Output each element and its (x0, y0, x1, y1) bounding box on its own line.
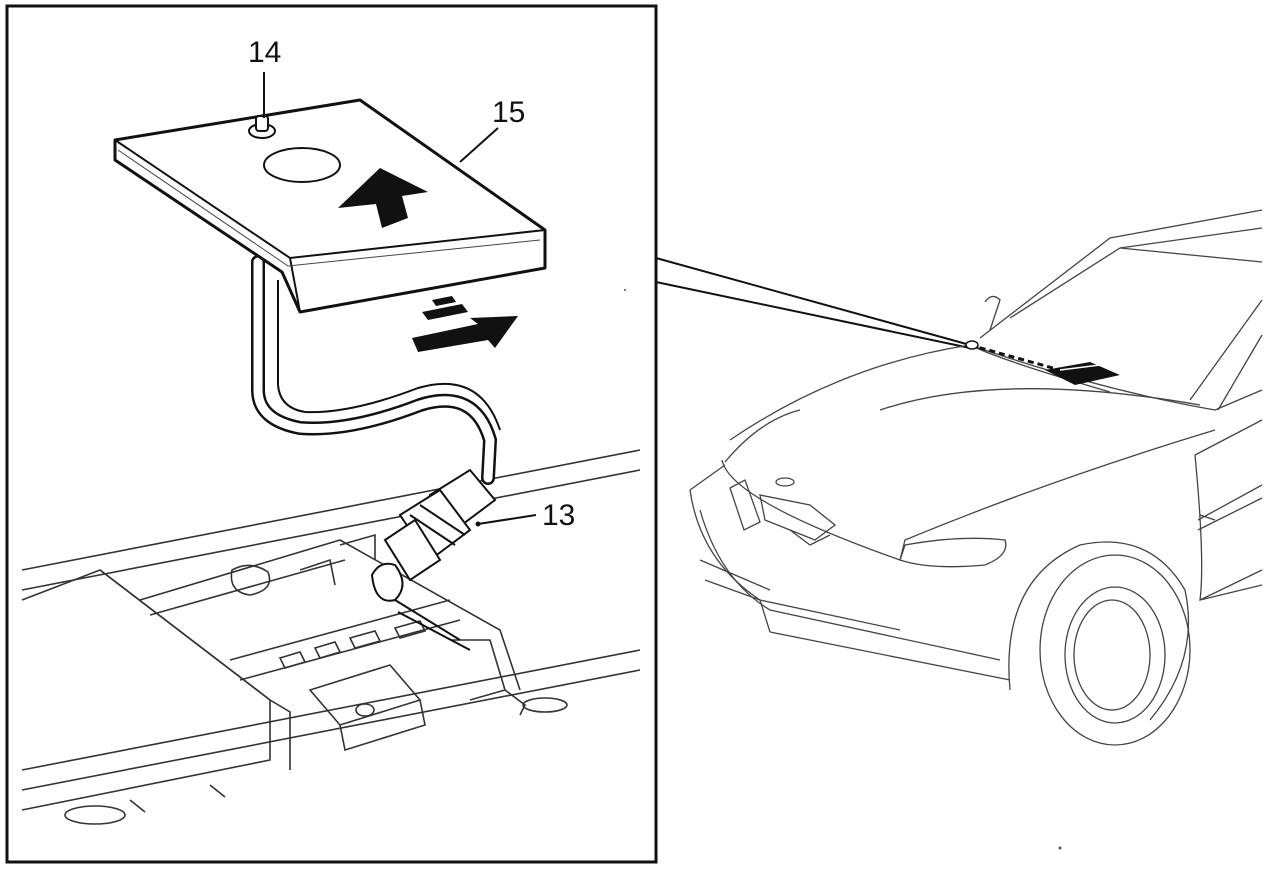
slide-direction-arrow (412, 296, 518, 352)
speck (1058, 846, 1062, 850)
callout-14: 14 (248, 36, 281, 69)
callout-13: 13 (542, 499, 575, 532)
leader-dot (475, 521, 481, 527)
wire-harness (251, 255, 501, 485)
cover-lens (263, 147, 341, 183)
callout-15: 15 (492, 96, 525, 129)
lift-arrow (338, 168, 428, 228)
speck (624, 289, 626, 291)
connector-13 (370, 468, 497, 651)
bolt-14 (248, 115, 276, 139)
detail-inset: 14 15 13 (5, 4, 658, 864)
cover-15 (113, 98, 547, 314)
pointer-wedge (655, 257, 971, 349)
cover-location-marker (965, 340, 1120, 385)
mounting-bracket (21, 449, 641, 825)
leader-lines (263, 72, 537, 525)
car-overview (689, 209, 1263, 746)
